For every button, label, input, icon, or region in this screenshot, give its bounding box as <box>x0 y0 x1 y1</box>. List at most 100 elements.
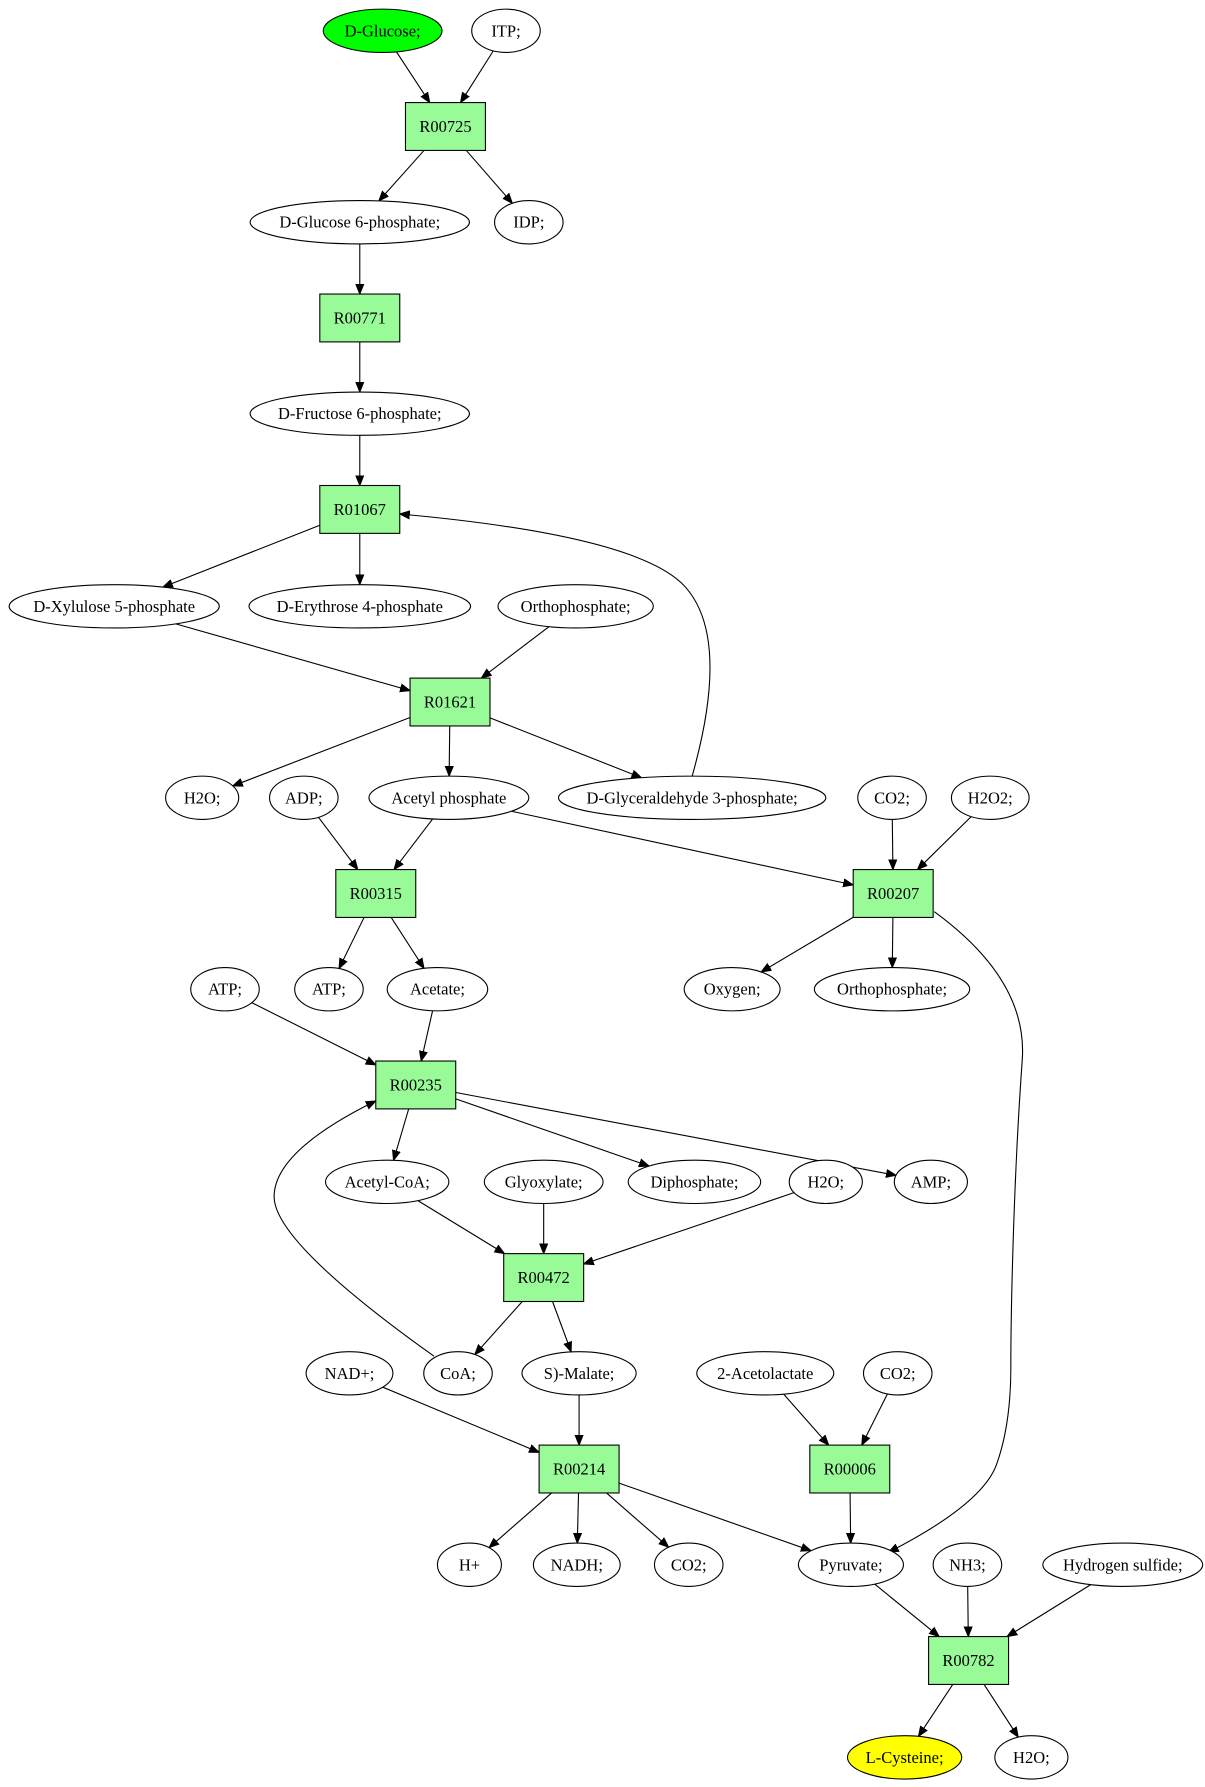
compound-label: AMP; <box>911 1172 951 1191</box>
compound-ellipse <box>423 1351 493 1396</box>
compound-node[interactable]: Acetyl-CoA; <box>324 1159 450 1205</box>
reaction-label: R00315 <box>350 884 402 903</box>
reaction-r00771[interactable]: R00771 <box>319 293 401 343</box>
compound-node[interactable]: ATP; <box>294 967 364 1012</box>
edge-r-R00214-to-c-nadh <box>577 1492 578 1543</box>
compound-node[interactable]: Orthophosphate; <box>813 967 971 1012</box>
reaction-r00006[interactable]: R00006 <box>809 1444 891 1494</box>
compound-ellipse <box>696 1351 835 1396</box>
reaction-r00214[interactable]: R00214 <box>538 1444 620 1494</box>
compound-ellipse <box>994 1735 1069 1780</box>
reaction-label: R00771 <box>334 308 386 327</box>
compound-ellipse <box>1042 1542 1204 1587</box>
start-compound-node[interactable]: D-Glucose; <box>322 8 443 53</box>
reaction-r00207[interactable]: R00207 <box>852 869 934 918</box>
compound-label: Acetyl phosphate <box>391 788 506 807</box>
compound-node[interactable]: Glyoxylate; <box>483 1159 604 1205</box>
compound-node[interactable]: D-Glyceraldehyde 3-phosphate; <box>557 775 827 820</box>
compound-label: D-Erythrose 4-phosphate <box>277 597 443 616</box>
compound-node[interactable]: CoA; <box>423 1351 493 1396</box>
compound-label: L-Cysteine; <box>866 1748 944 1767</box>
compound-label: NAD+; <box>325 1364 375 1383</box>
compound-node[interactable]: Acetate; <box>386 967 489 1012</box>
reaction-box <box>809 1444 891 1494</box>
reaction-r01621[interactable]: R01621 <box>409 677 491 727</box>
edge-c-acetate-to-r-R00235 <box>421 1010 434 1061</box>
edge-r-R00472-to-c-malate <box>552 1301 572 1352</box>
reaction-r00472[interactable]: R00472 <box>503 1253 585 1303</box>
edge-c-atp1-to-r-R00235 <box>251 1002 376 1065</box>
compound-ellipse <box>368 775 530 820</box>
edge-r-R00315-to-c-atp2 <box>339 917 365 968</box>
compound-node[interactable]: D-Erythrose 4-phosphate <box>248 584 472 629</box>
compound-label: Orthophosphate; <box>521 597 631 616</box>
reaction-label: R00006 <box>824 1460 876 1479</box>
compound-node[interactable]: ITP; <box>471 8 541 53</box>
reaction-label: R00782 <box>942 1651 994 1670</box>
compound-ellipse <box>165 775 240 820</box>
compound-label: Acetyl-CoA; <box>345 1172 430 1191</box>
edge-r-R00235-to-c-acoa <box>394 1108 410 1160</box>
compound-node[interactable]: H2O; <box>788 1159 863 1205</box>
compound-node[interactable]: CO2; <box>857 775 927 820</box>
compound-node[interactable]: Orthophosphate; <box>497 584 654 629</box>
compound-node[interactable]: H2O; <box>994 1735 1069 1780</box>
compound-node[interactable]: H2O; <box>165 775 240 820</box>
compound-node[interactable]: NADH; <box>532 1542 621 1587</box>
compound-node[interactable]: H+ <box>436 1542 502 1587</box>
target-compound-node[interactable]: L-Cysteine; <box>846 1735 963 1780</box>
compound-node[interactable]: Oxygen; <box>683 967 781 1012</box>
compound-node[interactable]: AMP; <box>893 1159 968 1205</box>
compound-node[interactable]: NH3; <box>932 1542 1003 1587</box>
compound-label: ATP; <box>312 980 346 999</box>
compound-node[interactable]: Diphosphate; <box>627 1159 762 1205</box>
compound-node[interactable]: H2O2; <box>950 775 1030 820</box>
compound-node[interactable]: IDP; <box>494 200 564 245</box>
compound-ellipse <box>893 1159 968 1205</box>
reaction-r00315[interactable]: R00315 <box>335 869 417 918</box>
compound-label: H2O; <box>807 1172 844 1191</box>
compound-node[interactable]: Pyruvate; <box>797 1542 905 1587</box>
compound-node[interactable]: CO2; <box>862 1351 933 1396</box>
compound-label: ATP; <box>208 980 242 999</box>
compound-node[interactable]: CO2; <box>653 1542 724 1587</box>
reaction-r00235[interactable]: R00235 <box>375 1060 457 1110</box>
edges-layer <box>163 50 1092 1737</box>
compound-ellipse <box>322 8 443 53</box>
compound-ellipse <box>386 967 489 1012</box>
compound-label: D-Fructose 6-phosphate; <box>278 404 442 423</box>
edge-r-R00214-to-c-pyr <box>618 1482 811 1551</box>
compound-label: H2O; <box>1013 1748 1050 1767</box>
reaction-box <box>503 1253 585 1303</box>
compound-label: Pyruvate; <box>819 1555 882 1574</box>
reaction-box <box>335 869 417 918</box>
edge-r-R00235-to-c-ppi <box>455 1098 649 1166</box>
reaction-r00725[interactable]: R00725 <box>404 102 486 151</box>
compound-ellipse <box>813 967 971 1012</box>
compound-node[interactable]: D-Fructose 6-phosphate; <box>249 391 470 436</box>
compound-ellipse <box>521 1351 637 1396</box>
compound-node[interactable]: D-Glucose 6-phosphate; <box>249 200 470 245</box>
compound-label: D-Glyceraldehyde 3-phosphate; <box>587 788 798 807</box>
compound-node[interactable]: 2-Acetolactate <box>696 1351 835 1396</box>
edge-r-R00207-to-c-oxygen <box>761 916 854 972</box>
compound-label: D-Glucose 6-phosphate; <box>279 213 440 232</box>
edge-r-R01621-to-c-gap <box>489 717 641 778</box>
compound-node[interactable]: Acetyl phosphate <box>368 775 530 820</box>
compound-ellipse <box>862 1351 933 1396</box>
compound-node[interactable]: D-Xylulose 5-phosphate <box>8 584 220 629</box>
compound-label: CO2; <box>880 1364 916 1383</box>
edge-r-R00006-to-c-pyr <box>850 1492 851 1543</box>
compound-node[interactable]: S)-Malate; <box>521 1351 637 1396</box>
reaction-r00782[interactable]: R00782 <box>928 1636 1010 1685</box>
compound-node[interactable]: ATP; <box>190 967 260 1012</box>
edge-c-h2o2-to-r-R00207 <box>917 816 972 870</box>
compound-label: IDP; <box>513 213 544 232</box>
compound-node[interactable]: NAD+; <box>305 1351 394 1396</box>
compound-node[interactable]: Hydrogen sulfide; <box>1042 1542 1204 1587</box>
edge-r-R00207-to-c-pyr <box>889 911 1024 1552</box>
reaction-r01067[interactable]: R01067 <box>319 484 401 534</box>
compound-node[interactable]: ADP; <box>269 775 339 820</box>
edge-c-acp-to-r-R00315 <box>394 818 434 870</box>
